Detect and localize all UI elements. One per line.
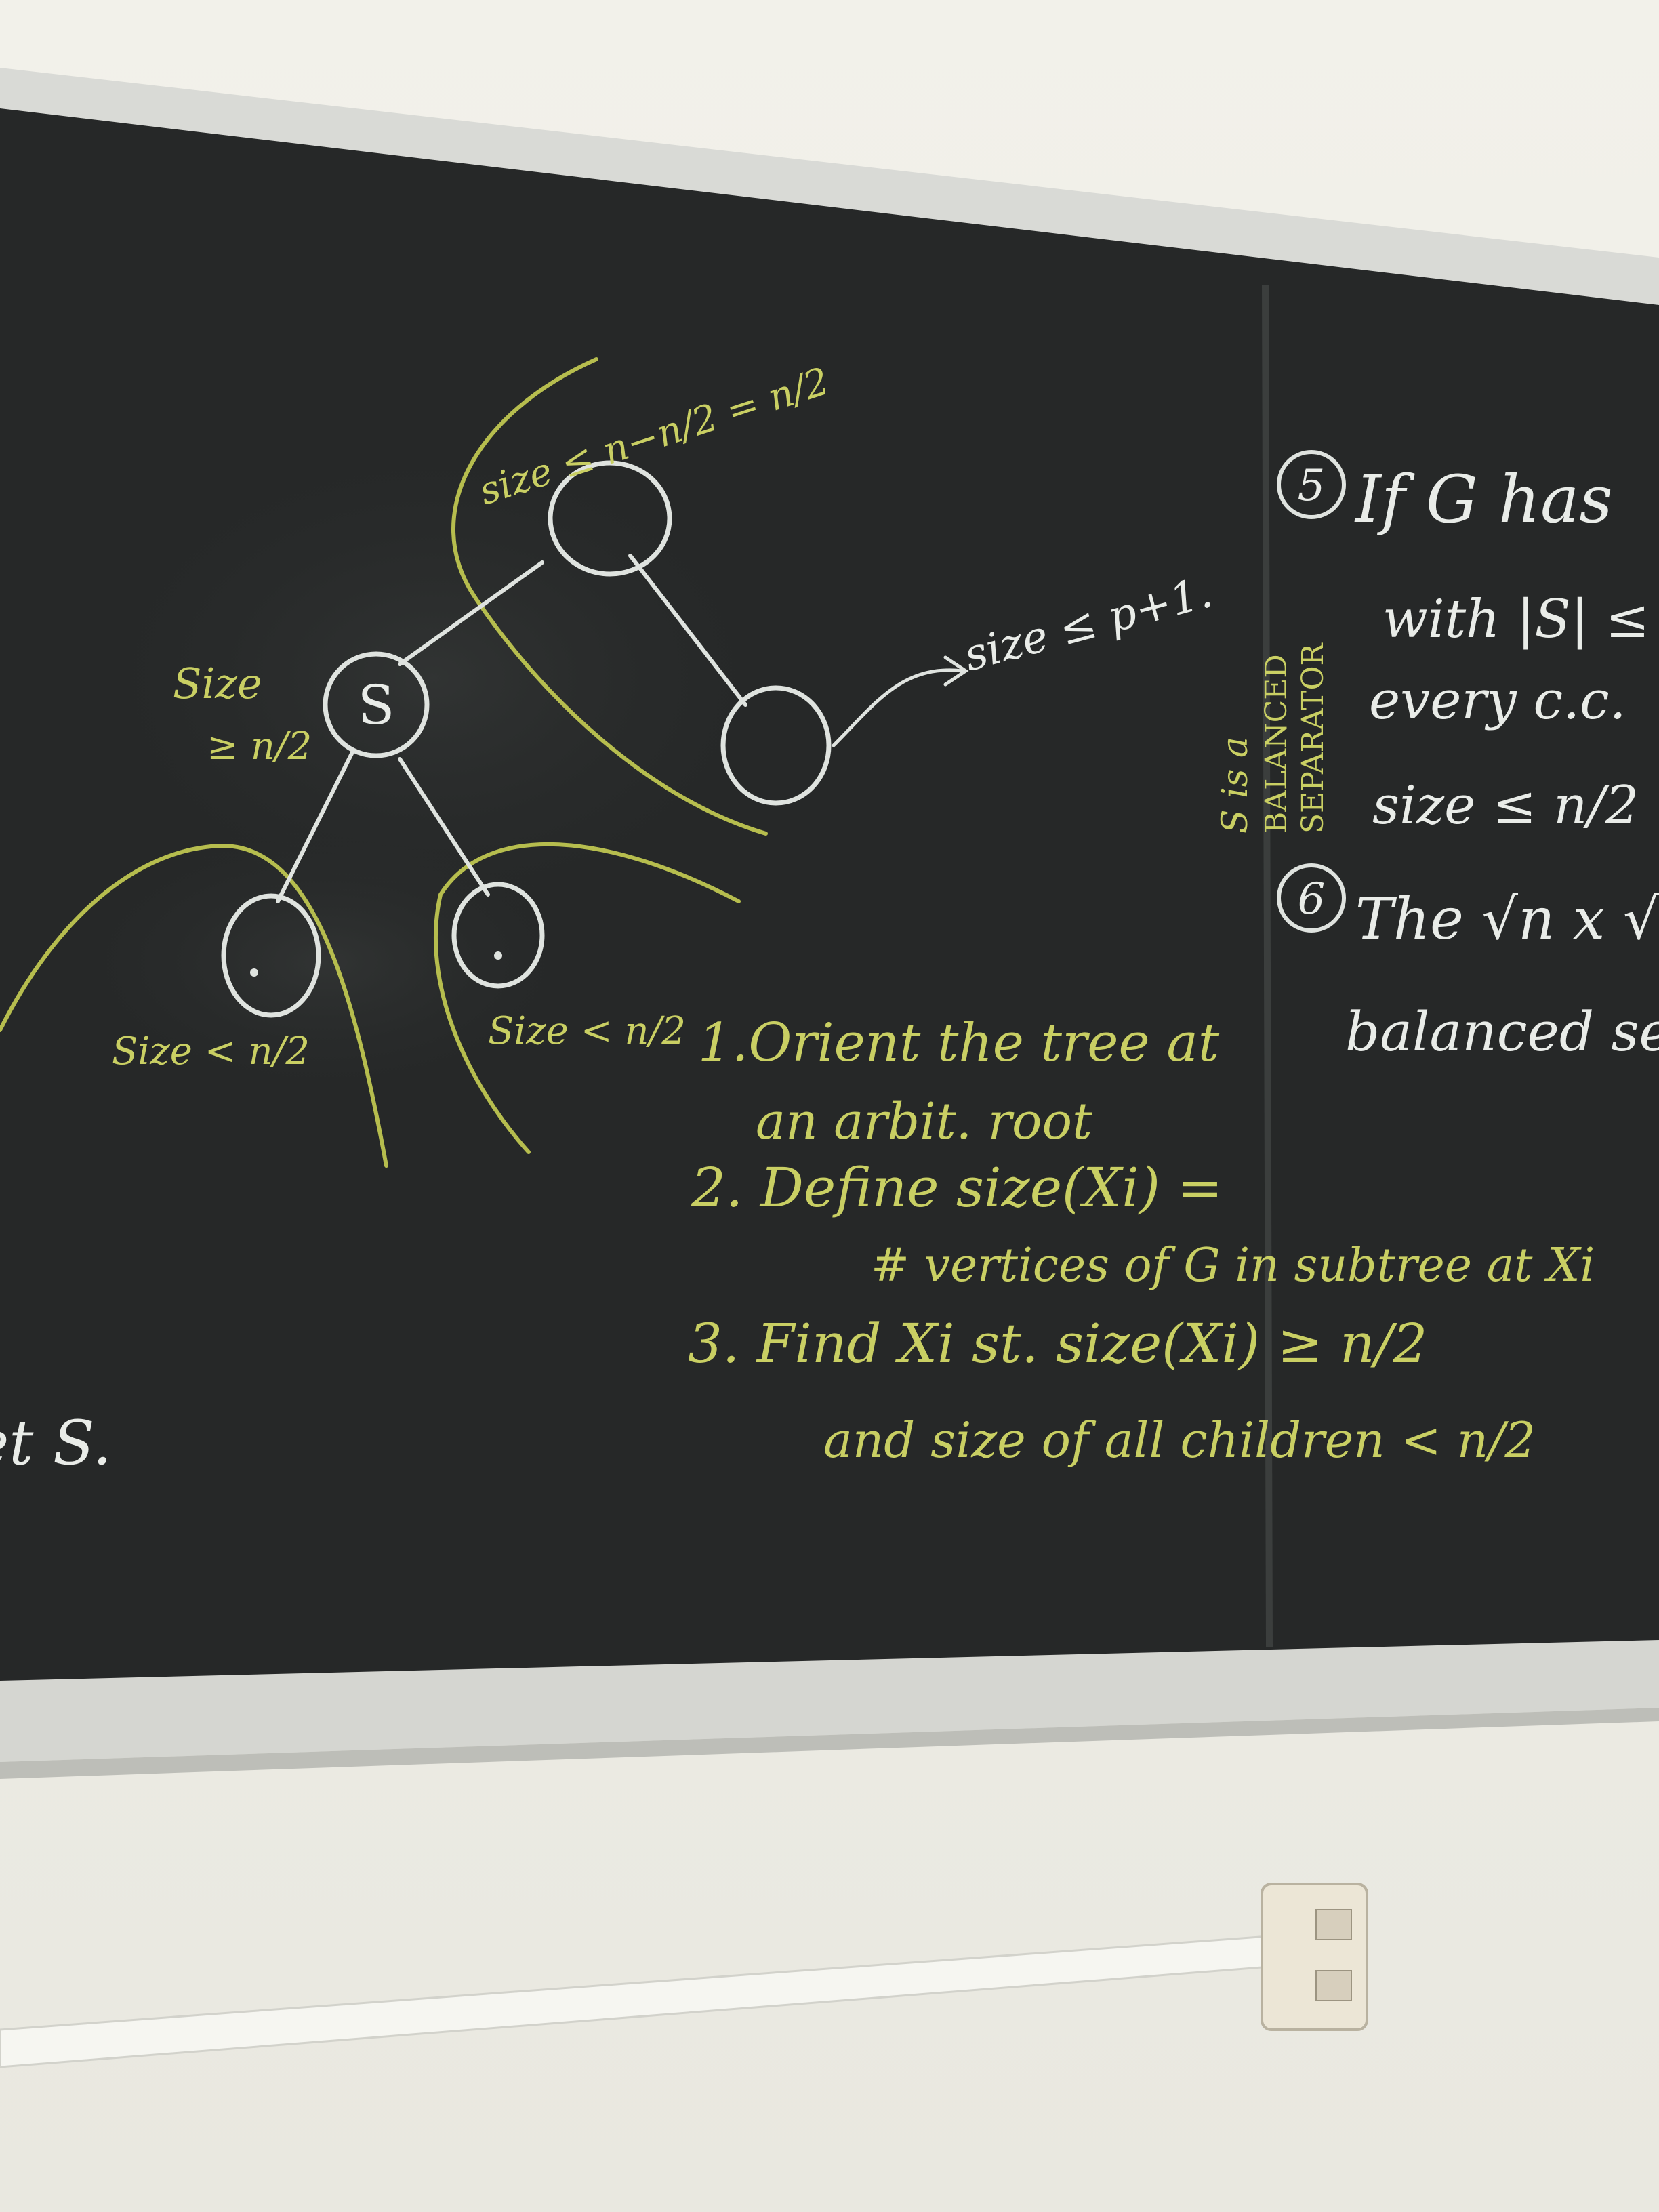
step-2-line-2: # vertices of G in subtree at Xi — [871, 1239, 1595, 1292]
algorithm-steps: 1.Orient the tree at an arbit. root 2. D… — [688, 1012, 1595, 1469]
region-curve-right — [434, 842, 741, 1154]
note-line-2: BALANCED — [1259, 654, 1294, 834]
step-1-line-2: an arbit. root — [756, 1092, 1092, 1151]
left-edge-text: et S. — [0, 1408, 112, 1479]
right-panel-notes: 5 If G has with |S| ≤ p every c.c. size … — [1277, 450, 1659, 1063]
step-3-line-2: and size of all children < n/2 — [823, 1412, 1536, 1469]
root-size-label: Size — [173, 659, 262, 708]
item-6-line-1: The √n x √n — [1355, 886, 1659, 952]
tree-node-root — [323, 651, 430, 758]
region-curve-upper — [451, 357, 768, 836]
tree-node-right — [720, 685, 832, 806]
item-5-line-3: every c.c. — [1369, 670, 1626, 731]
tree-node-top — [548, 460, 672, 577]
board-seam — [1262, 285, 1273, 1647]
outlet-socket — [1315, 1970, 1352, 2001]
region-curve-left — [0, 843, 388, 1168]
item-5-line-2: with |S| ≤ p — [1382, 589, 1659, 650]
chalk-tray — [0, 1640, 1659, 1762]
left-child-size-label: Size < n/2 — [112, 1029, 310, 1073]
item-5-circle — [1277, 450, 1346, 519]
outlet-socket — [1315, 1909, 1352, 1940]
item-5-line-4: size ≤ n/2 — [1372, 775, 1639, 836]
right-child-size-label: Size < n/2 — [488, 1009, 686, 1053]
tree-node-left — [221, 893, 321, 1018]
item-5-line-1: If G has — [1354, 462, 1613, 537]
step-1-line-1: 1.Orient the tree at — [698, 1012, 1220, 1073]
eraser-smudge — [81, 434, 786, 922]
balanced-separator-note: S is a BALANCED SEPARATOR — [1215, 642, 1330, 834]
root-node-label: S — [358, 674, 395, 737]
item-6-line-2: balanced sep — [1345, 1000, 1659, 1063]
tree-node-mid — [451, 882, 545, 989]
item-6-circle — [1277, 863, 1346, 933]
item-6-number: 6 — [1298, 874, 1326, 924]
chalk-tray-shadow — [0, 1708, 1659, 1779]
item-5-number: 5 — [1298, 461, 1326, 511]
tree-diagram: S — [221, 460, 969, 1018]
note-line-3: SEPARATOR — [1296, 642, 1330, 834]
wall-outlet — [1261, 1883, 1368, 2031]
root-size-value: ≥ n/2 — [207, 724, 312, 769]
note-line-1: S is a — [1215, 737, 1256, 834]
step-2-line-1: 2. Define size(Xi) = — [691, 1156, 1223, 1219]
step-3-line-1: 3. Find Xi st. size(Xi) ≥ n/2 — [688, 1312, 1427, 1375]
